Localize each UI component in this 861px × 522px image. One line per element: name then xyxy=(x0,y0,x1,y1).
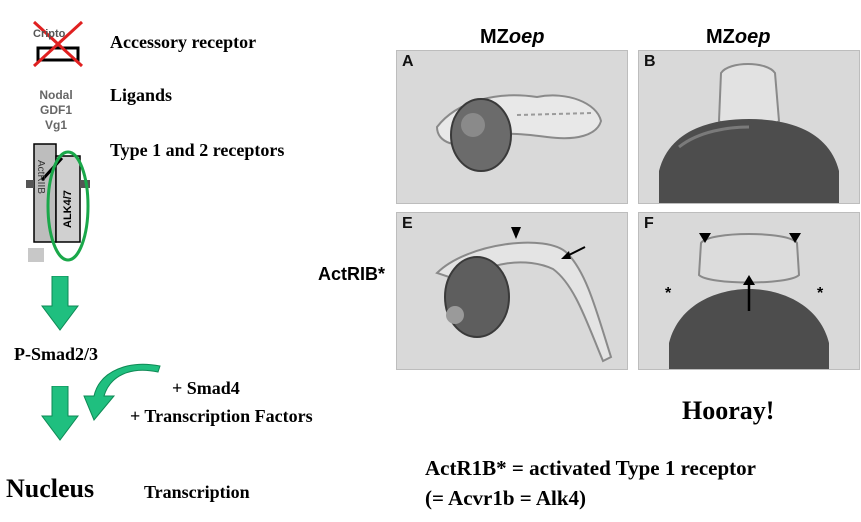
row-label: ActRIB* xyxy=(318,264,386,284)
panel-f-star-right: * xyxy=(817,285,824,302)
actriib-receptor-label: ActRIIB xyxy=(35,160,46,194)
panel-e-letter: E xyxy=(402,215,413,232)
transcription-label: Transcription xyxy=(144,482,250,502)
transcription-factors-label: + Transcription Factors xyxy=(130,406,313,426)
ligand-vg1: Vg1 xyxy=(44,118,67,132)
ligands-label: Ligands xyxy=(110,85,173,105)
definition-line-1: ActR1B* = activated Type 1 receptor xyxy=(425,456,756,480)
nucleus-label: Nucleus xyxy=(6,474,95,503)
embryo-e-image xyxy=(435,227,613,363)
ligand-list: Nodal GDF1 Vg1 xyxy=(26,88,86,133)
cripto-icon-text: Cripto xyxy=(33,28,66,40)
embryo-a-image xyxy=(435,94,603,172)
hooray-text: Hooray! xyxy=(682,396,775,425)
moon-icon xyxy=(125,484,130,494)
ligand-gdf1: GDF1 xyxy=(39,103,72,117)
alk47-receptor-label: ALK4/7 xyxy=(62,190,74,228)
panel-b: B xyxy=(638,50,860,204)
panel-f: F * * xyxy=(638,212,860,370)
embryo-figure: MZoep MZoep ActRIB* A B E xyxy=(300,0,861,400)
panel-e: E xyxy=(396,212,628,370)
down-arrow-icon xyxy=(41,276,79,331)
embryo-b-image xyxy=(659,63,839,203)
definition-line-2: (= Acvr1b = Alk4) xyxy=(425,486,587,510)
smad4-label: + Smad4 xyxy=(172,378,240,398)
embryo-f-image xyxy=(669,233,829,369)
cripto-crossed-icon xyxy=(32,20,84,68)
panel-a-letter: A xyxy=(402,53,414,70)
psmad-label: P-Smad2/3 xyxy=(14,344,99,364)
curved-arrow-icon xyxy=(83,363,161,421)
receptors-label: Type 1 and 2 receptors xyxy=(110,140,285,160)
panel-f-letter: F xyxy=(644,215,654,232)
pathway-diagram: Cripto Accessory receptor Nodal GDF1 Vg1… xyxy=(0,0,380,522)
down-arrow-icon xyxy=(41,386,79,441)
accessory-receptor-label: Accessory receptor xyxy=(110,32,257,52)
column-title-2: MZoep xyxy=(706,26,771,48)
panel-f-star-left: * xyxy=(665,285,672,302)
ligand-nodal: Nodal xyxy=(39,88,73,102)
receptor-complex-icon xyxy=(26,143,90,262)
column-title-1: MZoep xyxy=(480,26,545,48)
panel-b-letter: B xyxy=(644,53,656,70)
panel-a: A xyxy=(396,50,628,204)
